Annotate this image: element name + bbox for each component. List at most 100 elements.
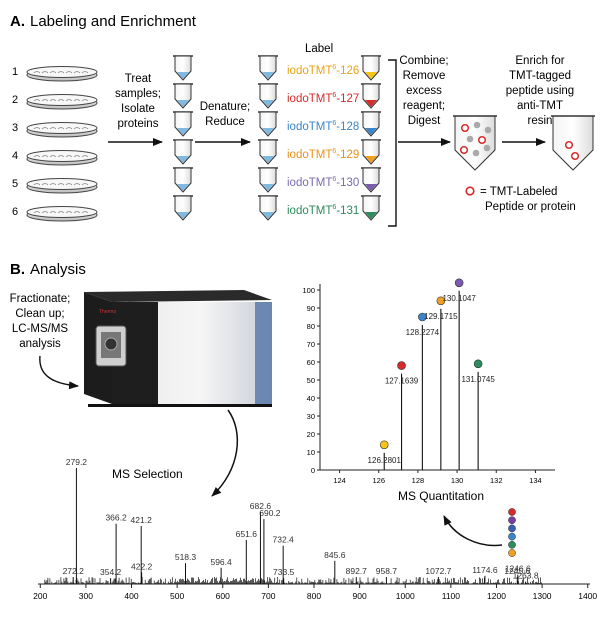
section-b-letter: B. [10,261,25,278]
quant-peak-label: 129.1715 [424,312,458,321]
microtube-icon [173,195,193,221]
quant-y-tick-label: 20 [307,430,315,439]
selection-peak-label: 1245.6 [504,566,530,576]
microtube-icon [361,195,381,221]
arrow-to-ms-selection [211,409,239,497]
svg-text:Remove: Remove [403,70,446,82]
microtube-icon [173,83,193,109]
iodotmt-label: iodoTMT6-130 [287,176,359,189]
selection-x-tick-label: 1100 [442,591,461,601]
reporter-dot [508,524,516,533]
quant-y-tick-label: 100 [302,286,315,295]
svg-text:anti-TMT: anti-TMT [517,100,563,112]
petri-dish-icon [26,150,98,166]
selection-peak-label: 1246.6 [505,564,531,574]
quant-y-tick-label: 50 [307,376,315,385]
quant-peak-label: 130.1047 [442,294,476,303]
quant-y-tick-label: 70 [307,340,315,349]
selection-x-tick-label: 900 [353,591,367,601]
selection-x-tick-label: 600 [216,591,230,601]
microtube-icon [361,55,381,81]
microtube-icon [258,195,278,221]
reporter-dot [508,549,516,557]
svg-text:Clean up;: Clean up; [15,308,64,320]
microtube-icon [258,139,278,165]
step-combine-label: Combine; Remove excess reagent; Digest [399,55,448,127]
selection-peak-label: 845.6 [324,550,346,560]
selection-peak-label: 1072.7 [425,566,451,576]
svg-text:Treat: Treat [125,73,152,85]
quant-x-tick-label: 134 [529,476,542,485]
iodotmt-label: iodoTMT6-127 [287,92,359,105]
row-number: 2 [12,94,18,106]
row-number: 1 [12,66,18,78]
row-number: 4 [12,150,18,162]
microtube-icon [361,111,381,137]
svg-text:TMT-tagged: TMT-tagged [509,70,571,82]
selection-peak-label: 518.3 [175,552,197,562]
reporter-color-stack [508,508,516,557]
svg-text:Digest: Digest [408,115,441,127]
quant-x-tick-label: 132 [490,476,503,485]
selection-x-tick-label: 400 [124,591,138,601]
svg-text:proteins: proteins [118,118,159,130]
quant-peak-marker [473,359,483,369]
petri-dish-icon [26,66,98,82]
microtube-icon [258,55,278,81]
microtube-icon [173,111,193,137]
svg-text:peptide using: peptide using [506,85,574,97]
iodotmt-labels: iodoTMT6-126iodoTMT6-127iodoTMT6-128iodo… [287,64,359,217]
tube-column-labeled [361,55,381,221]
selection-peak-label: 732.4 [273,535,295,545]
svg-text:reagent;: reagent; [403,100,445,112]
svg-text:excess: excess [406,85,442,97]
quant-peak-label: 126.2801 [368,456,402,465]
microtube-icon [173,139,193,165]
quant-peak-label: 131.0745 [461,375,495,384]
selection-peak-label: 422.2 [131,561,153,571]
svg-text:Thermo: Thermo [99,309,116,315]
quant-x-tick-label: 130 [451,476,464,485]
quant-peak-label: 127.1639 [385,377,419,386]
instrument-note: Fractionate; Clean up; LC-MS/MS analysis [10,293,71,350]
svg-text:samples;: samples; [115,88,161,100]
tmt-legend: = TMT-Labeled Peptide or protein [465,186,576,213]
arrow-to-quantitation [443,515,503,547]
microtube-icon [361,83,381,109]
quant-peak-marker [379,440,389,450]
selection-x-tick-label: 700 [261,591,275,601]
selection-peak-label: 1174.6 [472,565,498,575]
selection-noise [44,577,542,584]
row-numbers: 1 2 3 4 5 6 [12,66,18,218]
quant-peak-marker [454,278,464,288]
selection-x-tick-label: 800 [307,591,321,601]
microtube-icon [258,111,278,137]
combine-bracket [388,59,397,227]
reporter-dot [508,508,516,516]
selection-peak-label: 366.2 [105,513,127,523]
selection-x-tick-label: 500 [170,591,184,601]
step-enrich-label: Enrich for TMT-tagged peptide using anti… [506,55,574,127]
svg-text:LC-MS/MS: LC-MS/MS [12,323,69,335]
microtube-icon [258,83,278,109]
petri-dish-icon [26,122,98,138]
microtube-icon [361,167,381,193]
enriched-sample-tube [551,115,595,171]
quant-y-tick-label: 60 [307,358,315,367]
quant-peak-marker [418,312,427,322]
svg-text:Combine;: Combine; [399,55,448,67]
svg-text:= TMT-Labeled: = TMT-Labeled [480,186,557,198]
combined-sample-tube [453,115,497,171]
svg-text:Isolate: Isolate [121,103,155,115]
quant-y-tick-label: 10 [307,448,315,457]
selection-peak-label: 272.2 [63,566,85,576]
selection-peak-label: 651.6 [236,529,258,539]
iodotmt-label: iodoTMT6-129 [287,148,359,161]
selection-x-tick-label: 1000 [396,591,415,601]
quant-peak-marker [397,361,406,370]
reporter-dot [508,532,516,541]
selection-peak-label: 682.6 [250,501,272,511]
row-number: 5 [12,178,18,190]
